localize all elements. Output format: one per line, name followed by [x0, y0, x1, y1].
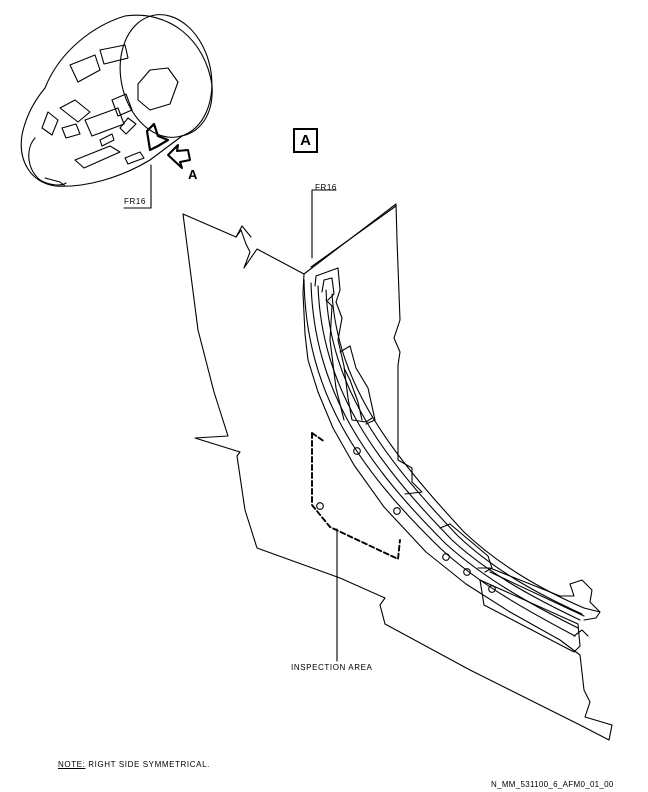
view-a-marker: A — [293, 128, 318, 153]
note-prefix: NOTE: — [58, 760, 86, 769]
drawing-reference: N_MM_531100_6_AFM0_01_00 — [491, 780, 614, 789]
frame-label-overview: FR16 — [124, 197, 146, 206]
note: NOTE: RIGHT SIDE SYMMETRICAL. — [58, 760, 210, 769]
note-text: RIGHT SIDE SYMMETRICAL. — [85, 760, 210, 769]
inspection-area-outline — [311, 432, 401, 560]
frame-label-detail: FR16 — [315, 183, 337, 192]
inspection-area-label: INSPECTION AREA — [291, 663, 373, 672]
aircraft-nose-overview — [20, 14, 213, 209]
detail-view-a — [182, 189, 613, 741]
view-arrow-letter: A — [188, 167, 198, 182]
